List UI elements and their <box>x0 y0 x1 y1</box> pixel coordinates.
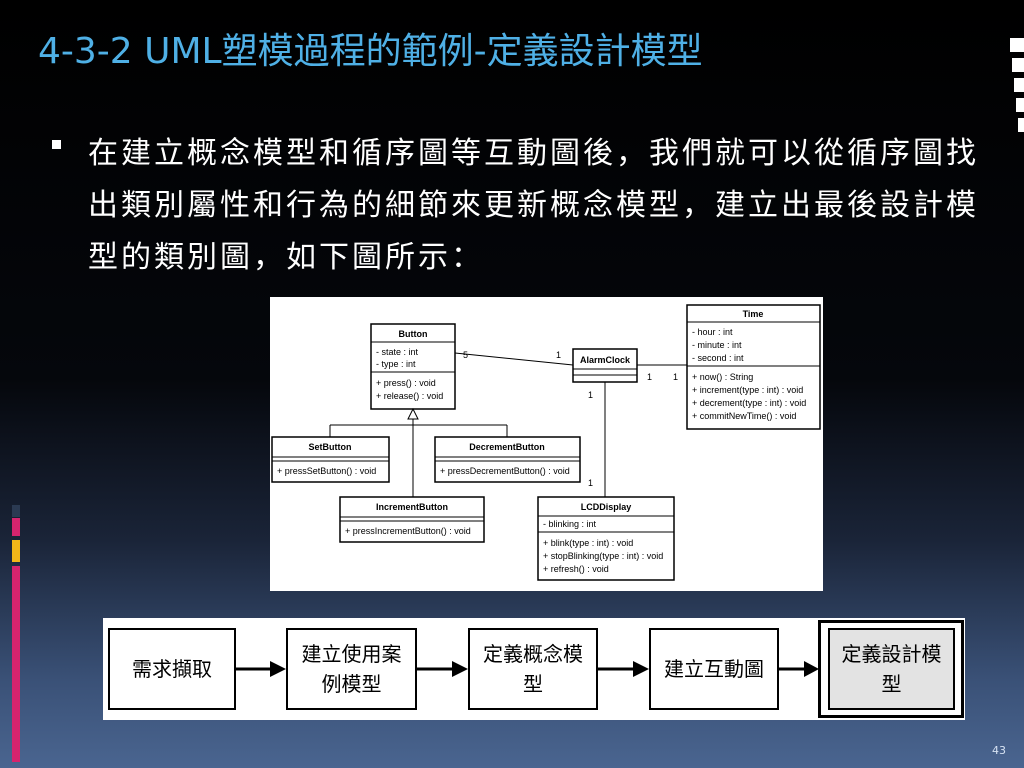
flow-step-design-model: 定義設計模型 <box>828 628 955 710</box>
multiplicity-label: 5 <box>463 350 468 360</box>
flow-arrow-icon <box>779 661 819 677</box>
class-button-attr: - state : int <box>376 347 419 357</box>
bullet-marker <box>52 140 61 149</box>
class-button-op: + press() : void <box>376 378 436 388</box>
multiplicity-label: 1 <box>588 478 593 488</box>
class-time-op: + commitNewTime() : void <box>692 411 796 421</box>
class-setbutton-op: + pressSetButton() : void <box>277 466 376 476</box>
class-time-attr: - minute : int <box>692 340 742 350</box>
body-paragraph: 在建立概念模型和循序圖等互動圖後，我們就可以從循序圖找出類別屬性和行為的細節來更… <box>88 136 979 275</box>
multiplicity-label: 1 <box>588 390 593 400</box>
class-button-box <box>370 323 456 410</box>
process-flow-diagram: 需求擷取 建立使用案例模型 定義概念模型 建立互動圖 定義設計模型 <box>103 618 965 720</box>
flow-arrow-icon <box>236 661 286 677</box>
flow-arrow-icon <box>598 661 649 677</box>
class-lcddisplay-op: + refresh() : void <box>543 564 609 574</box>
class-incrementbutton-op: + pressIncrementButton() : void <box>345 526 471 536</box>
flow-highlight-outline <box>818 620 964 718</box>
uml-diagram-svg: Button - state : int - type : int + pres… <box>271 304 821 581</box>
class-time-attr: - hour : int <box>692 327 733 337</box>
class-button-name: Button <box>399 329 428 339</box>
class-incrementbutton-name: IncrementButton <box>376 502 448 512</box>
class-setbutton-name: SetButton <box>309 442 352 452</box>
class-setbutton-box <box>271 436 390 483</box>
class-lcddisplay-op: + stopBlinking(type : int) : void <box>543 551 663 561</box>
class-button-op: + release() : void <box>376 391 443 401</box>
class-time-op: + decrement(type : int) : void <box>692 398 806 408</box>
class-time-op: + now() : String <box>692 372 753 382</box>
class-lcddisplay-attr: - blinking : int <box>543 519 597 529</box>
flow-step-requirements: 需求擷取 <box>108 628 236 710</box>
flow-step-interaction-diagram: 建立互動圖 <box>649 628 779 710</box>
class-button-attr: - type : int <box>376 359 416 369</box>
assoc-button-alarmclock <box>454 352 574 366</box>
flow-step-use-case-model: 建立使用案例模型 <box>286 628 417 710</box>
flow-arrow-icon <box>417 661 468 677</box>
class-time-name: Time <box>743 309 764 319</box>
class-time-box <box>686 304 821 430</box>
class-lcddisplay-name: LCDDisplay <box>581 502 632 512</box>
class-lcddisplay-op: + blink(type : int) : void <box>543 538 633 548</box>
page-number: 43 <box>992 744 1006 757</box>
class-time-op: + increment(type : int) : void <box>692 385 803 395</box>
multiplicity-label: 1 <box>647 372 652 382</box>
generalization-arrowhead <box>407 407 419 420</box>
class-alarmclock-name: AlarmClock <box>580 355 631 365</box>
class-time-attr: - second : int <box>692 353 744 363</box>
class-alarmclock-box <box>572 348 638 383</box>
class-decrementbutton-op: + pressDecrementButton() : void <box>440 466 570 476</box>
class-incrementbutton-box <box>339 496 485 543</box>
class-lcddisplay-box <box>537 496 675 581</box>
class-decrementbutton-name: DecrementButton <box>469 442 545 452</box>
multiplicity-label: 1 <box>673 372 678 382</box>
flow-step-concept-model: 定義概念模型 <box>468 628 598 710</box>
multiplicity-label: 1 <box>556 350 561 360</box>
uml-class-diagram: Button - state : int - type : int + pres… <box>270 297 823 591</box>
slide-title: 4-3-2 UML塑模過程的範例-定義設計模型 <box>38 31 703 72</box>
